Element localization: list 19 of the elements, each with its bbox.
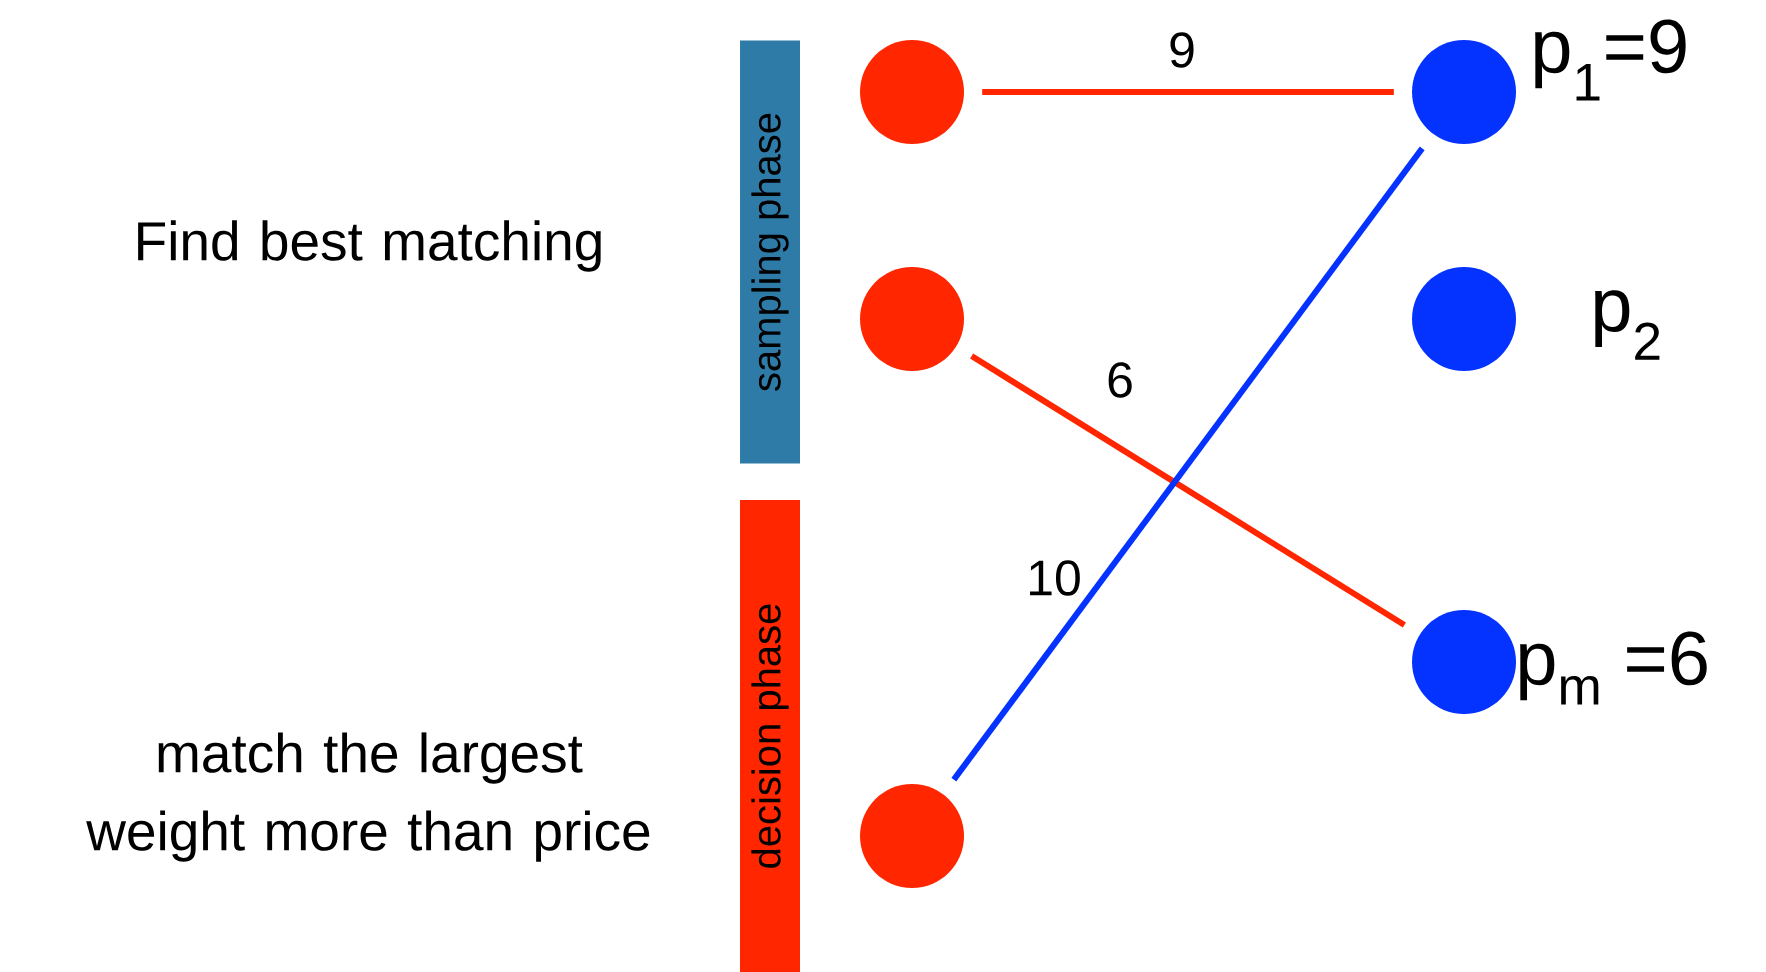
price-label: p$_{m}$ =6	[1520, 631, 1707, 705]
edge-line	[970, 353, 1406, 628]
dot	[860, 784, 964, 888]
edge-label: 6	[1104, 360, 1136, 400]
dot	[1412, 40, 1516, 144]
price-label: p$_{2}$	[1595, 290, 1660, 360]
edge-line	[982, 89, 1394, 95]
dot	[1412, 610, 1516, 714]
price-label: p$_{1}$=9	[1535, 19, 1686, 101]
note-text: match the largest weight more than price	[86, 732, 650, 862]
phase-band: decision phase	[740, 500, 800, 972]
edge-line	[951, 146, 1425, 782]
dot	[860, 40, 964, 144]
phase-band: sampling phase	[740, 40, 800, 464]
note-text: Find best matching	[138, 220, 601, 272]
edge-label: 9	[1166, 30, 1198, 70]
edge-label: 10	[1024, 558, 1084, 598]
dot	[1412, 267, 1516, 371]
dot	[860, 267, 964, 371]
